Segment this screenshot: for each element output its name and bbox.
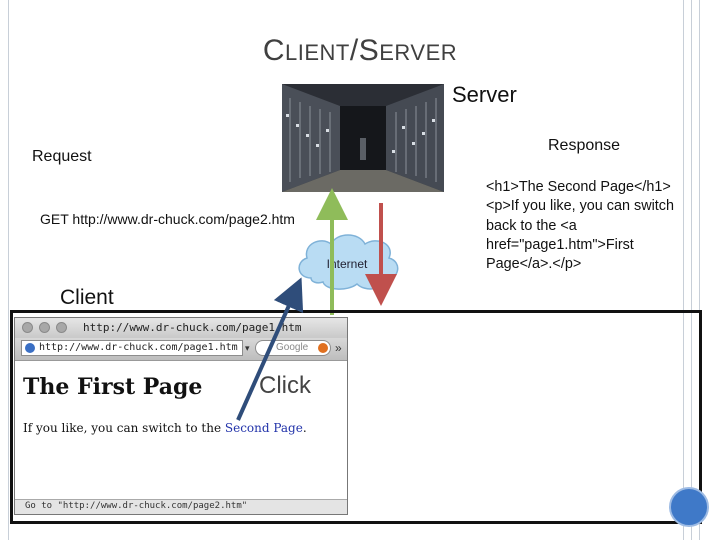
circle-decoration-icon [669, 487, 709, 527]
address-bar[interactable]: http://www.dr-chuck.com/page1.htm [21, 340, 243, 356]
client-label: Client [60, 286, 114, 309]
browser-titlebar: http://www.dr-chuck.com/page1.htm [15, 318, 347, 338]
server-label: Server [452, 82, 517, 107]
close-window-icon[interactable] [22, 322, 33, 333]
request-label: Request [32, 148, 92, 165]
right-frame-line-1 [683, 0, 684, 540]
address-dropdown-icon[interactable]: ▾ [245, 343, 250, 353]
browser-window: http://www.dr-chuck.com/page1.htm http:/… [14, 317, 348, 515]
page-paragraph: If you like, you can switch to the Secon… [23, 421, 307, 435]
paragraph-text-after: . [302, 421, 307, 435]
response-label: Response [548, 137, 621, 154]
response-html-text: <h1>The Second Page</h1><p>If you like, … [486, 179, 674, 273]
search-button-icon[interactable] [318, 343, 328, 353]
status-text: Go to "http://www.dr-chuck.com/page2.htm… [25, 501, 248, 511]
browser-window-title: http://www.dr-chuck.com/page1.htm [83, 321, 302, 334]
minimize-window-icon[interactable] [39, 322, 50, 333]
site-globe-icon [25, 343, 35, 353]
page-heading: The First Page [23, 374, 203, 400]
server-room-photo [282, 84, 444, 192]
address-bar-text: http://www.dr-chuck.com/page1.htm [39, 342, 238, 353]
search-placeholder: Google [276, 342, 309, 353]
left-frame-line [8, 0, 9, 540]
toolbar-overflow-icon[interactable]: » [335, 341, 342, 355]
paragraph-text-before: If you like, you can switch to the [23, 421, 225, 435]
client-box [10, 310, 702, 524]
request-get-text: GET http://www.dr-chuck.com/page2.htm [40, 211, 295, 227]
click-arrow [236, 277, 304, 421]
right-frame-line-3 [699, 0, 700, 540]
maximize-window-icon[interactable] [56, 322, 67, 333]
browser-status-bar: Go to "http://www.dr-chuck.com/page2.htm… [15, 499, 347, 514]
internet-label: Internet [327, 257, 368, 271]
slide-title: CLIENT/SERVER [262, 34, 458, 67]
click-label: Click [259, 372, 311, 399]
right-frame-line-2 [691, 0, 692, 540]
second-page-link[interactable]: Second Page [224, 421, 303, 435]
browser-toolbar: http://www.dr-chuck.com/page1.htm ▾ Goog… [15, 338, 347, 361]
